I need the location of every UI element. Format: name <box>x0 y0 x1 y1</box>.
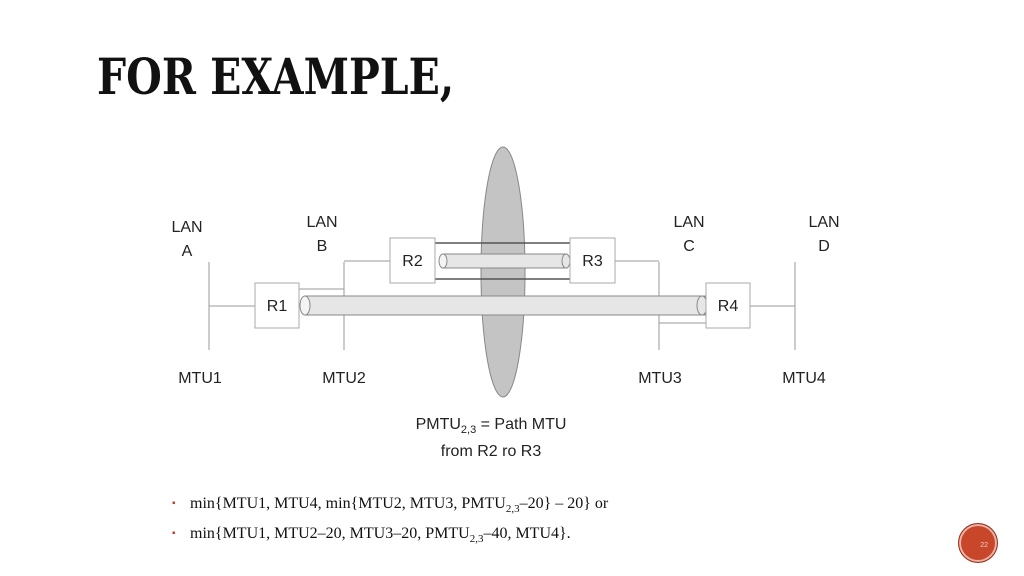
router-r3: R3 <box>569 237 616 284</box>
bullet-marker: ▪ <box>172 528 176 539</box>
mtu2-label: MTU2 <box>322 370 366 387</box>
path-ellipse <box>480 146 526 398</box>
pmtu-caption-line2: from R2 ro R3 <box>440 443 542 461</box>
router-r3-label: R3 <box>582 253 603 270</box>
router-r4: R4 <box>705 282 751 329</box>
slide-title: FOR EXAMPLE, <box>97 47 455 106</box>
r2-r3-tunnel <box>438 253 571 269</box>
lan-b-label-line1: LAN <box>306 214 337 231</box>
r1-r4-tunnel <box>299 295 708 316</box>
lan-a-label-line2: A <box>182 243 193 260</box>
formula-bullet-2: ▪ min{MTU1, MTU2–20, MTU3–20, PMTU2,3–40,… <box>172 522 608 552</box>
formula-bullet-1: ▪ min{MTU1, MTU4, min{MTU2, MTU3, PMTU2,3… <box>172 492 608 522</box>
pmtu-caption-line1: PMTU2,3 = Path MTU <box>391 414 591 441</box>
lan-c-label-line1: LAN <box>673 214 704 231</box>
router-r1-label: R1 <box>267 298 288 315</box>
pmtu-prefix: PMTU <box>415 416 461 433</box>
lan-d-label-line1: LAN <box>808 214 839 231</box>
router-r4-label: R4 <box>718 298 739 315</box>
formula-1-pre: min{MTU1, MTU4, min{MTU2, MTU3, PMTU <box>190 495 506 512</box>
router-r2: R2 <box>389 237 436 284</box>
pmtu-caption: PMTU2,3 = Path MTU from R2 ro R3 <box>391 414 591 463</box>
page-number: 22 <box>980 542 988 549</box>
mtu1-label: MTU1 <box>178 370 222 387</box>
router-r2-label: R2 <box>402 253 423 270</box>
formula-2-sub: 2,3 <box>469 533 484 546</box>
lan-b-label-line2: B <box>317 238 328 255</box>
pmtu-suffix: = Path MTU <box>476 416 567 433</box>
mtu3-label: MTU3 <box>638 370 682 387</box>
formula-1-post: –20} – 20} or <box>519 495 609 512</box>
router-r1: R1 <box>254 282 300 329</box>
formula-2-pre: min{MTU1, MTU2–20, MTU3–20, PMTU <box>190 525 470 542</box>
formula-1-sub: 2,3 <box>505 503 520 516</box>
mtu4-label: MTU4 <box>782 370 826 387</box>
lan-d-label-line2: D <box>818 238 830 255</box>
lan-a-label-line1: LAN <box>171 219 202 236</box>
bullet-marker: ▪ <box>172 498 176 509</box>
formula-2-post: –40, MTU4}. <box>483 525 571 542</box>
page-number-badge: 22 <box>958 523 998 563</box>
formula-list: ▪min{MTU1, MTU4, min{MTU2, MTU3, PMTU2,3… <box>172 492 608 552</box>
pmtu-subscript: 2,3 <box>460 424 477 437</box>
lan-c-label-line2: C <box>683 238 695 255</box>
